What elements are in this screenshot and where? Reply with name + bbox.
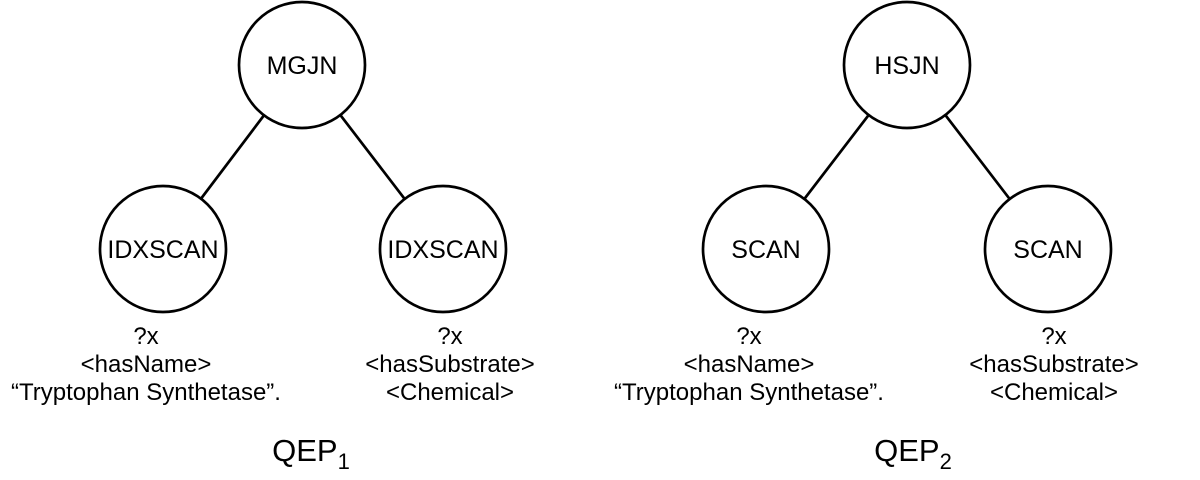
qep1-tree: MGJN IDXSCAN IDXSCAN ?x <hasName> “Trypt…: [11, 0, 535, 474]
qep1-left-leaf-label: IDXSCAN: [107, 236, 218, 264]
qep2-left-pattern-object: “Tryptophan Synthetase”.: [614, 379, 884, 406]
qep1-right-pattern-predicate: <hasSubstrate>: [365, 351, 534, 378]
qep2-right-leaf-circle: [983, 184, 1113, 314]
qep1-left-pattern-object: “Tryptophan Synthetase”.: [11, 379, 281, 406]
qep2-caption-base: QEP: [874, 433, 939, 468]
qep2-left-pattern-subject: ?x: [736, 323, 761, 350]
qep1-right-leaf-label: IDXSCAN: [387, 236, 498, 264]
qep2-tree: HSJN SCAN SCAN ?x <hasName> “Tryptophan …: [614, 0, 1139, 474]
qep2-right-pattern-object: <Chemical>: [990, 379, 1118, 406]
qep2-caption: QEP2: [874, 433, 952, 474]
qep1-right-pattern-object: <Chemical>: [386, 379, 514, 406]
qep1-left-pattern-predicate: <hasName>: [81, 351, 212, 378]
qep2-right-pattern-subject: ?x: [1041, 323, 1066, 350]
qep2-left-pattern-predicate: <hasName>: [684, 351, 815, 378]
qep1-root-node-label: MGJN: [267, 52, 338, 80]
qep1-caption: QEP1: [272, 433, 350, 474]
qep1-right-pattern-subject: ?x: [437, 323, 462, 350]
qep1-root-node-circle: [237, 0, 367, 130]
qep2-root-node-label: HSJN: [874, 52, 939, 80]
qep1-caption-subscript: 1: [338, 449, 350, 474]
qep2-root-node-circle: [842, 0, 972, 130]
qep2-left-leaf-label: SCAN: [731, 236, 800, 264]
qep1-left-leaf-circle: [98, 184, 228, 314]
qep1-left-pattern-subject: ?x: [133, 323, 158, 350]
qep2-right-pattern-predicate: <hasSubstrate>: [969, 351, 1138, 378]
qep2-caption-subscript: 2: [940, 449, 952, 474]
qep1-right-leaf-circle: [378, 184, 508, 314]
qep1-caption-base: QEP: [272, 433, 337, 468]
qep2-left-leaf-circle: [701, 184, 831, 314]
qep2-right-leaf-label: SCAN: [1013, 236, 1082, 264]
